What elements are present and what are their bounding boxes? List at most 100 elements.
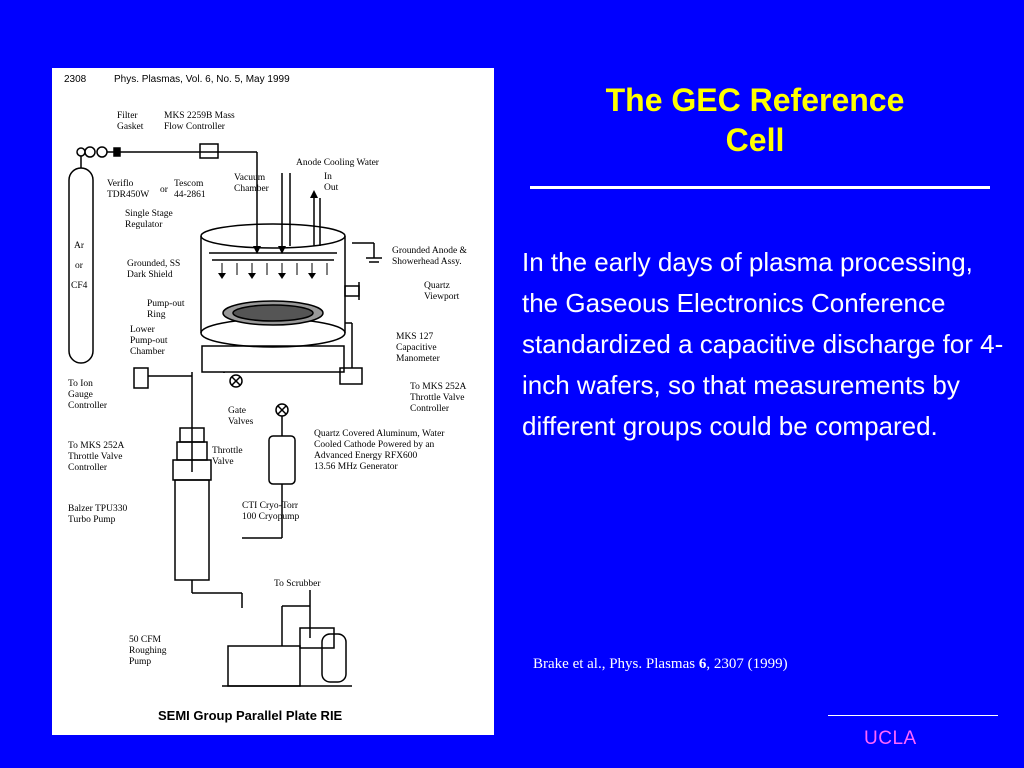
cryopump-icon: [268, 435, 296, 485]
citation-volume: 6: [698, 656, 707, 672]
label-quartz-cathode-2: Cooled Cathode Powered by an: [314, 440, 435, 450]
slide-title-line-1: The GEC Reference: [605, 82, 905, 118]
label-mks-252a-right-3: Controller: [410, 404, 450, 414]
gec-cell-diagram: 2308 Phys. Plasmas, Vol. 6, No. 5, May 1…: [52, 68, 494, 735]
label-tescom-1: Tescom: [174, 179, 204, 189]
label-to-scrubber: To Scrubber: [274, 579, 321, 589]
label-single-stage-2: Regulator: [125, 220, 163, 230]
label-pump-out-ring-2: Ring: [147, 310, 166, 320]
figure-page-number: 2308: [64, 74, 87, 85]
turbo-pump-icon: [174, 479, 210, 581]
slide-title-line-2: Cell: [725, 122, 785, 158]
label-quartz-cathode-1: Quartz Covered Aluminum, Water: [314, 429, 445, 439]
label-out: Out: [324, 183, 339, 193]
mass-flow-controller-icon: [199, 143, 219, 159]
label-mks-127-1: MKS 127: [396, 332, 433, 342]
label-grounded-anode-2: Showerhead Assy.: [392, 257, 462, 267]
label-anode-cooling: Anode Cooling Water: [296, 158, 380, 168]
label-gate-valves-2: Valves: [228, 417, 254, 427]
label-veriflo-2: TDR450W: [107, 190, 149, 200]
label-single-stage-1: Single Stage: [125, 209, 173, 219]
label-mks-flow-1: MKS 2259B Mass: [164, 111, 235, 121]
gate-valve-icon-1: [229, 374, 243, 388]
label-grounded-ss-2: Dark Shield: [127, 270, 173, 280]
label-roughing-pump-3: Pump: [129, 657, 151, 667]
label-lower-pump-out-3: Chamber: [130, 347, 166, 357]
label-cti-cryo-1: CTI Cryo-Torr: [242, 501, 299, 511]
label-or-vertical: or: [75, 261, 84, 271]
label-roughing-pump-2: Roughing: [129, 646, 167, 656]
label-mks-252a-left-1: To MKS 252A: [68, 441, 124, 451]
manometer-icon: [339, 367, 363, 385]
label-quartz-viewport-2: Viewport: [424, 292, 460, 302]
label-mks-252a-right-2: Throttle Valve: [410, 393, 464, 403]
flow-arrows: [218, 190, 318, 279]
label-gate-valves-1: Gate: [228, 406, 246, 416]
label-or: or: [160, 185, 169, 195]
label-balzer-2: Turbo Pump: [68, 515, 116, 525]
label-throttle-valve-1: Throttle: [212, 446, 243, 456]
footer-divider: [828, 715, 998, 716]
label-filter-gasket-1: Filter: [117, 111, 138, 121]
label-ion-gauge-3: Controller: [68, 401, 108, 411]
label-balzer-1: Balzer TPU330: [68, 504, 127, 514]
citation: Brake et al., Phys. Plasmas 6, 2307 (199…: [533, 656, 788, 673]
label-quartz-viewport-1: Quartz: [424, 281, 450, 291]
label-grounded-ss-1: Grounded, SS: [127, 259, 180, 269]
label-quartz-cathode-4: 13.56 MHz Generator: [314, 462, 398, 472]
regulator-icon: [84, 146, 96, 158]
label-in: In: [324, 172, 332, 182]
label-mks-flow-2: Flow Controller: [164, 122, 226, 132]
label-roughing-pump-1: 50 CFM: [129, 635, 161, 645]
slide-body-text: In the early days of plasma processing, …: [522, 247, 1004, 441]
title-divider: [530, 186, 990, 189]
label-vacuum-chamber-1: Vacuum: [234, 173, 266, 183]
label-pump-out-ring-1: Pump-out: [147, 299, 185, 309]
label-tescom-2: 44-2861: [174, 190, 206, 200]
label-ion-gauge-2: Gauge: [68, 390, 93, 400]
figure-caption: SEMI Group Parallel Plate RIE: [158, 708, 343, 723]
label-lower-pump-out-2: Pump-out: [130, 336, 168, 346]
figure-journal-citation: Phys. Plasmas, Vol. 6, No. 5, May 1999: [114, 74, 290, 85]
label-mks-252a-right-1: To MKS 252A: [410, 382, 466, 392]
slide-title: The GEC Reference Cell: [530, 80, 980, 160]
citation-pages-year: , 2307 (1999): [706, 656, 788, 672]
label-mks-127-2: Capacitive: [396, 343, 437, 353]
label-mks-127-3: Manometer: [396, 354, 441, 364]
label-lower-pump-out-1: Lower: [130, 325, 156, 335]
ucla-logo: UCLA: [864, 728, 917, 749]
roughing-pump-icon: [227, 645, 301, 687]
label-throttle-valve-2: Valve: [212, 457, 234, 467]
label-cti-cryo-2: 100 Cryopump: [242, 512, 300, 522]
label-quartz-cathode-3: Advanced Energy RFX600: [314, 451, 418, 461]
schematic-drawing: [68, 143, 382, 687]
citation-authors: Brake et al., Phys. Plasmas: [533, 656, 699, 672]
label-mks-252a-left-3: Controller: [68, 463, 108, 473]
label-filter-gasket-2: Gasket: [117, 122, 144, 132]
label-ion-gauge-1: To Ion: [68, 379, 93, 389]
ion-gauge-icon: [133, 367, 149, 389]
label-vacuum-chamber-2: Chamber: [234, 184, 270, 194]
svg-text:Grounded Anode &Showerhead Ass: Grounded Anode &Showerhead Assy.: [392, 246, 468, 267]
label-mks-252a-left-2: Throttle Valve: [68, 452, 122, 462]
